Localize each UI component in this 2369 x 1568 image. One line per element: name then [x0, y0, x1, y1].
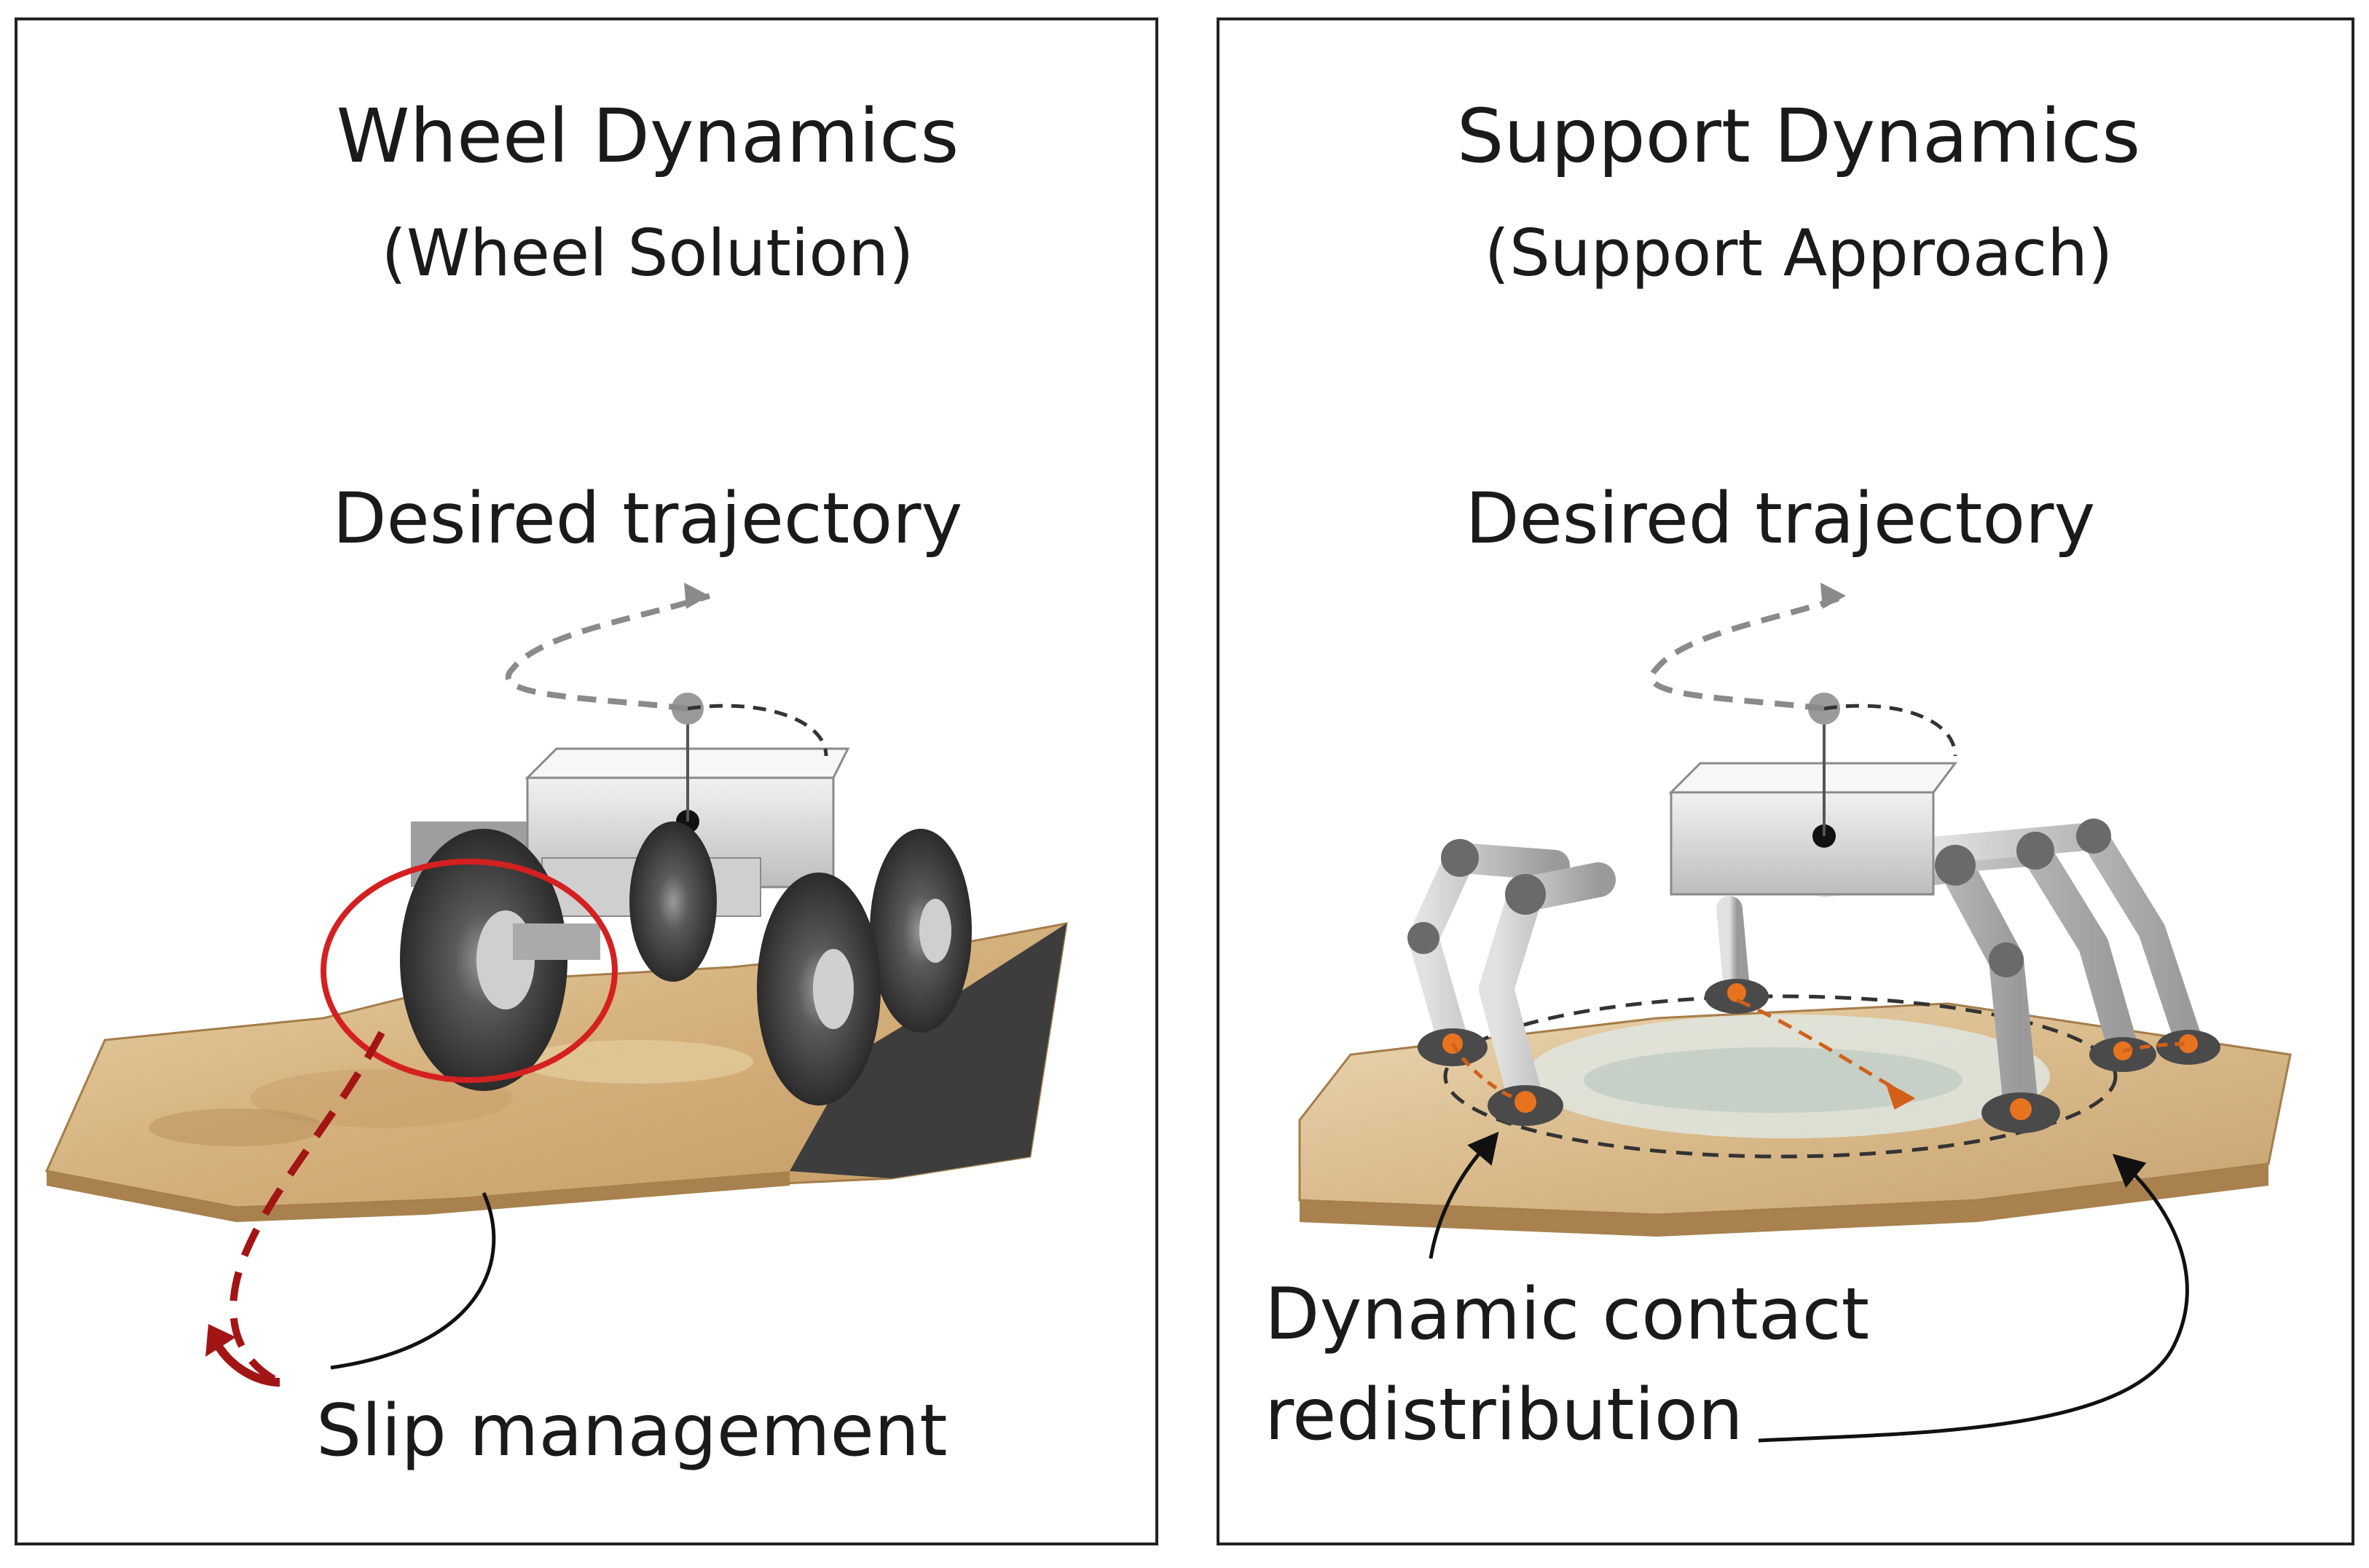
wheel-dynamics-panel: Wheel Dynamics (Wheel Solution) Desired … [15, 17, 1158, 1545]
slip-highlight [205, 859, 618, 1387]
desired-trajectory-path [505, 583, 828, 757]
sandy-terrain [1298, 1002, 2292, 1237]
panel-title: Wheel Dynamics [336, 93, 959, 180]
support-dynamics-panel: Support Dynamics (Support Approach) Desi… [1217, 17, 2354, 1545]
support-polygon [1443, 994, 2118, 1159]
redistribution-label-line1: Dynamic contact [1265, 1273, 1870, 1356]
callout-lines [1429, 1131, 2189, 1443]
panel-title: Support Dynamics [1456, 93, 2141, 180]
legged-robot-illustration [1298, 583, 2292, 1443]
wheeled-rover-illustration [44, 583, 1068, 1387]
desired-trajectory-path [1649, 583, 1957, 757]
robot-legs [1408, 822, 2202, 1123]
leg-joints [1407, 819, 2111, 977]
panel-subtitle: (Wheel Solution) [381, 216, 914, 291]
panel-subtitle: (Support Approach) [1484, 216, 2113, 291]
trajectory-label: Desired trajectory [1465, 478, 2096, 559]
redistribution-label-line2: redistribution [1265, 1374, 1743, 1457]
redistribution-arrows [1450, 998, 2185, 1110]
robot-body [1668, 693, 1957, 896]
slip-management-label: Slip management [316, 1390, 948, 1473]
rover-wheels [400, 822, 972, 1106]
trajectory-label: Desired trajectory [332, 478, 963, 559]
